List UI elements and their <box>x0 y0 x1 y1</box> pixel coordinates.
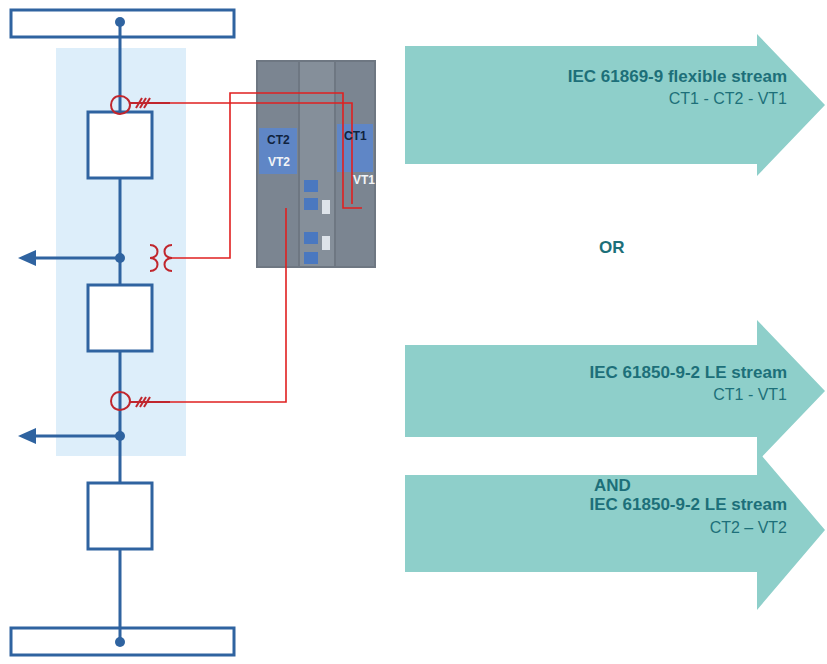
stream-content: CT1 - VT1 <box>713 386 787 404</box>
voltage-transformer <box>150 245 172 271</box>
module-label: CT2 <box>267 133 290 147</box>
stream-title: IEC 61850-9-2 LE stream <box>590 495 788 515</box>
current-transformer <box>111 96 170 114</box>
stream-content: CT1 - CT2 - VT1 <box>669 90 787 108</box>
outgoing-feeders <box>18 250 120 444</box>
junction-dot <box>115 17 125 27</box>
stream-arrow: IEC 61869-9 flexible streamCT1 - CT2 - V… <box>405 34 825 176</box>
current-transformer <box>111 392 170 410</box>
secondary-wiring <box>170 93 362 402</box>
merging-unit-device <box>256 60 376 268</box>
module-label: VT1 <box>353 173 375 187</box>
breaker-box <box>88 285 152 351</box>
stream-title: IEC 61850-9-2 LE stream <box>590 363 788 383</box>
junction-dot <box>115 637 125 647</box>
logic-label: OR <box>599 238 625 258</box>
stream-arrow: IEC 61850-9-2 LE streamCT1 - VT1 <box>405 320 825 462</box>
stream-title: IEC 61869-9 flexible stream <box>568 67 787 87</box>
busbar <box>11 10 234 37</box>
module-label: VT2 <box>268 155 290 169</box>
stream-arrow: IEC 61850-9-2 LE streamCT2 – VT2 <box>405 450 825 610</box>
module-label: CT1 <box>344 129 367 143</box>
breaker-box <box>88 112 152 178</box>
stream-content: CT2 – VT2 <box>710 519 787 537</box>
breaker-box <box>88 483 152 549</box>
logic-label: AND <box>594 476 631 496</box>
busbar <box>11 628 234 655</box>
